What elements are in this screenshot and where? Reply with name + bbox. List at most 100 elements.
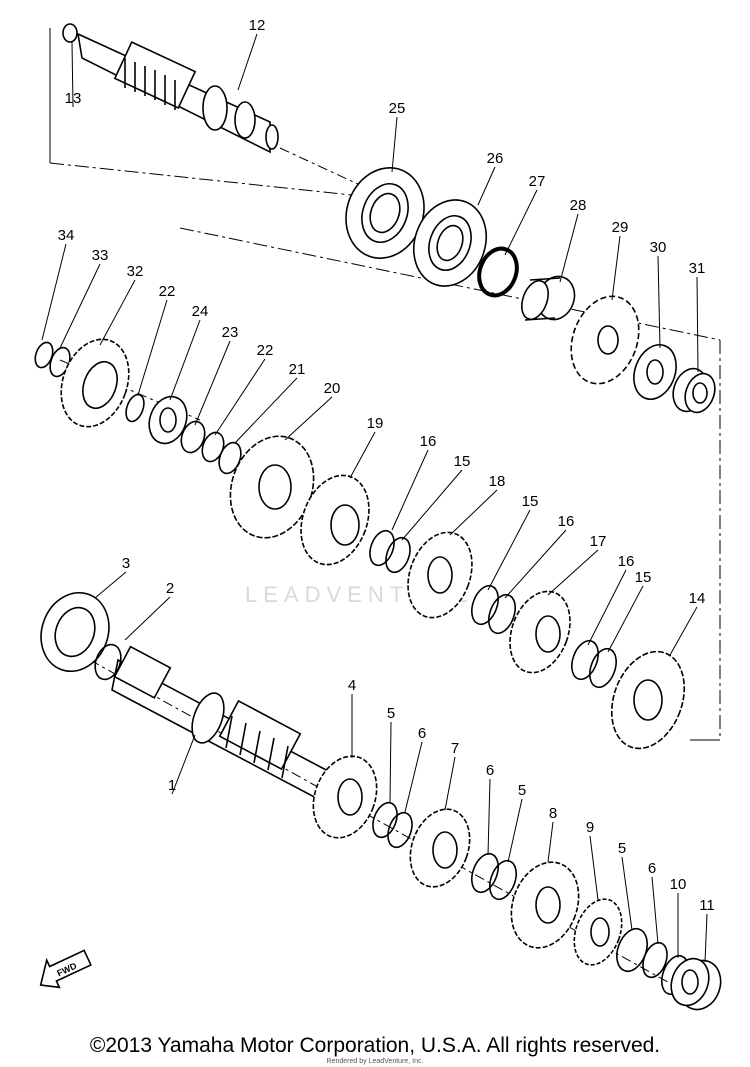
leader-line-9 [589, 835, 599, 901]
callout-32: 32 [127, 263, 144, 280]
part-17-gear [509, 590, 571, 674]
leader-line-28 [559, 213, 579, 283]
part-15-circlip-2 [471, 584, 499, 626]
part-16-washer-2 [488, 593, 516, 635]
callout-4: 4 [348, 677, 356, 694]
part-32-gear [60, 338, 130, 428]
part-4-gear [312, 755, 378, 839]
leader-line-11 [704, 913, 708, 963]
part-16-washer-3 [571, 639, 599, 681]
leader-line-23 [194, 340, 231, 426]
callout-19: 19 [367, 415, 384, 432]
leader-line-32 [99, 279, 136, 346]
callout-26: 26 [487, 150, 504, 167]
leader-line-16 [504, 529, 567, 599]
leader-line-1 [171, 734, 196, 795]
callout-29: 29 [612, 219, 629, 236]
callout-14: 14 [689, 590, 706, 607]
callout-18: 18 [489, 473, 506, 490]
leader-line-21 [234, 377, 298, 444]
callout-13: 13 [65, 90, 82, 107]
leader-line-15 [607, 585, 644, 653]
callout-12: 12 [249, 17, 266, 34]
part-5-circlip-2 [489, 859, 517, 901]
part-26-bearing [413, 199, 487, 287]
leader-line-20 [284, 396, 333, 441]
part-8-gear [510, 861, 580, 949]
part-19-gear [300, 474, 370, 566]
part-6-washer [387, 811, 413, 849]
part-29-drive-sprocket [570, 295, 640, 385]
callout-24: 24 [192, 303, 209, 320]
callout-30: 30 [650, 239, 667, 256]
callout-11: 11 [699, 897, 715, 914]
part-3-bearing [40, 591, 110, 673]
callout-6: 6 [418, 725, 426, 742]
part-23-washer [180, 420, 206, 454]
leader-line-15 [487, 509, 531, 591]
part-12-main-axle [62, 23, 279, 154]
leader-line-18 [449, 489, 498, 536]
rendered-by-text: Rendered by LeadVenture, Inc. [326, 1058, 424, 1065]
leader-line-5 [389, 721, 392, 803]
part-22-circlip [125, 393, 145, 423]
leader-line-33 [59, 263, 101, 349]
leader-line-22 [214, 358, 266, 436]
leader-line-12 [237, 33, 258, 91]
fwd-arrow-icon: FWD [39, 949, 92, 989]
part-9-gear [573, 898, 623, 966]
copyright-text: ©2013 Yamaha Motor Corporation, U.S.A. A… [89, 1034, 661, 1057]
leader-line-22 [137, 299, 168, 396]
leader-line-2 [124, 596, 171, 641]
leader-line-15 [401, 469, 463, 541]
leader-line-17 [547, 549, 599, 596]
leader-line-6 [651, 876, 659, 945]
part-2-washer [94, 643, 122, 681]
leader-lines [41, 33, 708, 963]
callout-22: 22 [257, 342, 274, 359]
leader-line-6 [404, 741, 423, 813]
leader-line-27 [504, 189, 538, 256]
part-16-washer [369, 529, 395, 567]
part-34-circlip [34, 341, 54, 369]
callout-8: 8 [549, 805, 557, 822]
leader-line-3 [94, 571, 127, 599]
callout-28: 28 [570, 197, 587, 214]
callout-9: 9 [586, 819, 594, 836]
part-7-gear [409, 808, 471, 888]
callout-10: 10 [670, 876, 687, 893]
leader-line-34 [41, 243, 67, 341]
callout-labels: 1213252627282930313433322224232221201916… [58, 17, 715, 914]
leader-line-29 [611, 235, 621, 301]
callout-16: 16 [420, 433, 437, 450]
callout-21: 21 [289, 361, 306, 378]
callout-5: 5 [518, 782, 526, 799]
leader-line-26 [477, 166, 496, 206]
callout-23: 23 [222, 324, 239, 341]
part-30-lock-washer [633, 344, 677, 400]
part-11-bearing [670, 957, 722, 1011]
leader-line-31 [696, 276, 699, 373]
callout-1: 1 [168, 777, 176, 794]
callout-3: 3 [122, 555, 130, 572]
leader-line-24 [169, 319, 201, 401]
leader-line-16 [391, 449, 429, 531]
leader-line-25 [391, 116, 398, 173]
callout-25: 25 [389, 100, 406, 117]
part-22-circlip-2 [201, 431, 225, 463]
callout-7: 7 [451, 740, 459, 757]
leader-line-8 [547, 821, 554, 863]
leader-line-6 [487, 778, 491, 856]
callout-6: 6 [648, 860, 656, 877]
part-15-circlip [385, 536, 411, 574]
part-1-main-axle [111, 645, 331, 802]
leader-line-7 [444, 756, 456, 811]
callout-16: 16 [618, 553, 635, 570]
callout-17: 17 [590, 533, 607, 550]
part-24-bearing [148, 395, 188, 445]
leader-line-30 [657, 255, 661, 349]
callout-34: 34 [58, 227, 75, 244]
callout-5: 5 [618, 840, 626, 857]
leader-line-14 [669, 606, 698, 656]
